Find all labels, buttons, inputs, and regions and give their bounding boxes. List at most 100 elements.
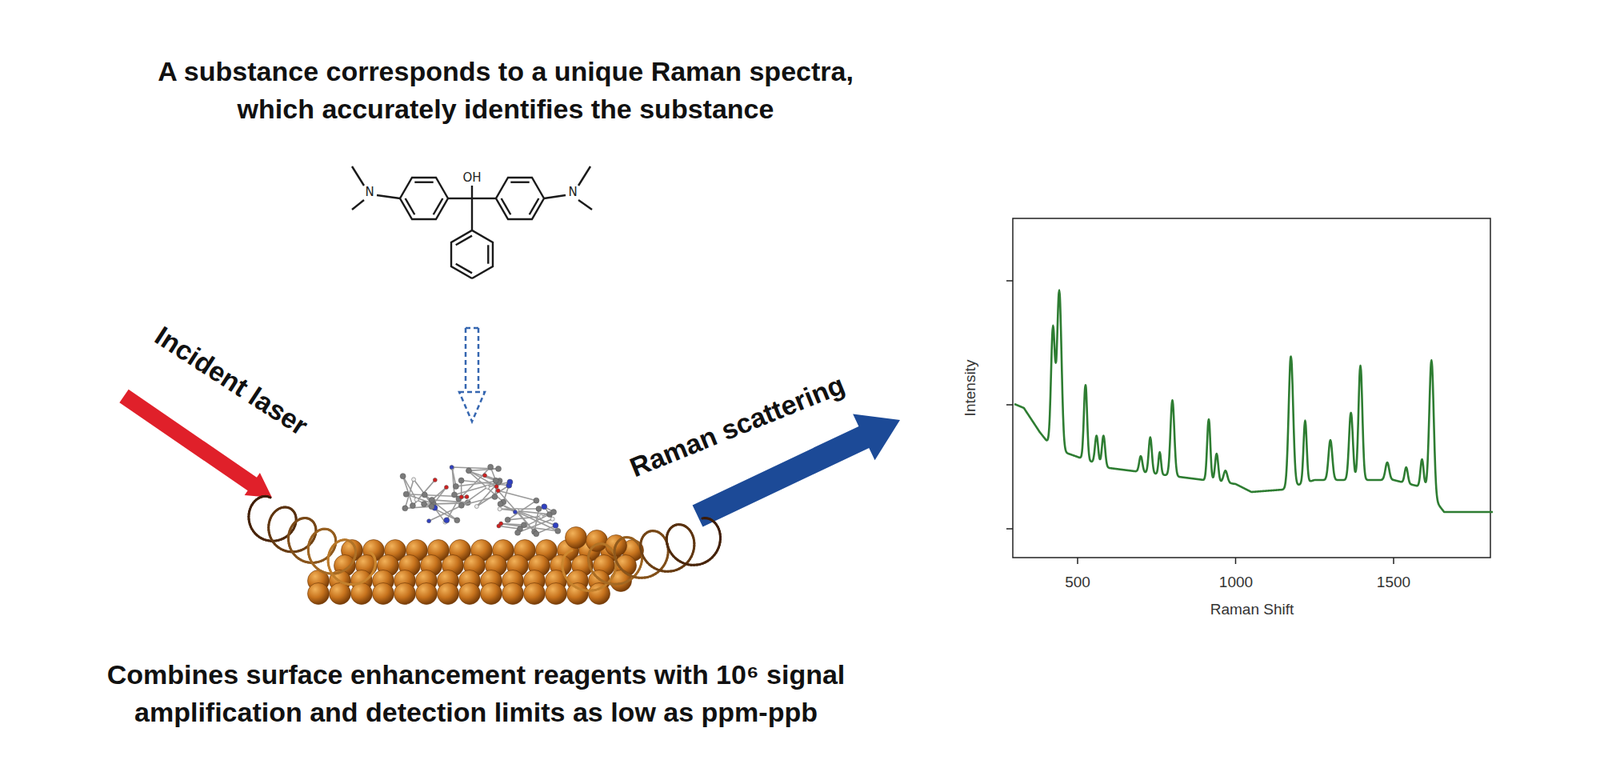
adsorbed-molecules bbox=[414, 497, 419, 502]
adsorbed-molecules bbox=[400, 464, 561, 536]
molecule-structure bbox=[471, 185, 473, 199]
tick-label: 1000 bbox=[1219, 573, 1253, 592]
axis-title: Raman Shift bbox=[1210, 600, 1295, 619]
adsorbed-molecules bbox=[485, 484, 490, 489]
adsorbed-molecules bbox=[536, 506, 542, 512]
adsorbed-molecules bbox=[488, 464, 494, 470]
spectrum-chart bbox=[1235, 557, 1237, 564]
adsorbed-molecules bbox=[427, 519, 432, 524]
adsorbed-molecules bbox=[432, 500, 468, 503]
nanoparticle-bed bbox=[502, 583, 524, 605]
molecule-structure bbox=[578, 200, 592, 210]
adsorbed-molecules bbox=[404, 506, 432, 508]
adsorbed-molecules bbox=[508, 516, 542, 520]
adsorbed-molecules bbox=[555, 528, 561, 534]
adsorbed-molecules bbox=[512, 509, 517, 514]
nanoparticle-bed bbox=[394, 583, 416, 605]
adsorbed-molecules bbox=[451, 492, 457, 498]
molecule-structure bbox=[501, 198, 512, 215]
molecule-structure bbox=[578, 166, 591, 186]
adsorbed-molecules bbox=[550, 516, 555, 521]
nanoparticle-bed bbox=[565, 527, 588, 549]
nanoparticle-bed bbox=[372, 583, 395, 605]
scattering-coil bbox=[702, 516, 704, 520]
nanoparticle-bed bbox=[437, 583, 460, 605]
molecule-structure bbox=[352, 200, 364, 210]
nanoparticle-bed bbox=[480, 583, 503, 605]
adsorbed-molecules bbox=[496, 465, 502, 472]
nanoparticle-bed bbox=[351, 583, 373, 605]
adsorbed-molecules bbox=[551, 509, 557, 516]
dashed-arrow bbox=[459, 392, 485, 422]
adsorbed-molecules bbox=[476, 482, 499, 507]
adsorbed-molecules bbox=[444, 517, 450, 524]
adsorbed-molecules bbox=[450, 465, 455, 470]
molecule-structure bbox=[496, 177, 544, 220]
molecule-structure bbox=[472, 197, 496, 200]
tick-label: 1500 bbox=[1376, 573, 1411, 592]
molecule-structure bbox=[400, 177, 448, 220]
molecule-structure bbox=[471, 198, 473, 231]
spectrum-chart bbox=[1006, 218, 1493, 564]
adsorbed-molecules bbox=[474, 504, 479, 509]
molecule-structure bbox=[352, 166, 364, 186]
spectrum-chart bbox=[1392, 557, 1395, 564]
nanoparticle-bed bbox=[588, 583, 611, 605]
adsorbed-molecules bbox=[461, 496, 496, 506]
nanoparticle-bed bbox=[524, 583, 546, 605]
adsorbed-molecules bbox=[452, 483, 459, 489]
adsorbed-molecules bbox=[492, 493, 498, 500]
molecule-structure bbox=[405, 198, 416, 215]
adsorbed-molecules bbox=[465, 468, 472, 474]
molecule-structure bbox=[433, 198, 444, 215]
adsorbed-molecules bbox=[464, 495, 469, 500]
adsorbed-molecules bbox=[403, 476, 417, 500]
adsorbed-molecules bbox=[468, 470, 497, 487]
nanoparticle-bed bbox=[605, 535, 628, 557]
adsorbed-molecules bbox=[454, 517, 460, 524]
adsorbed-molecules bbox=[400, 473, 406, 480]
spectrum-line bbox=[1014, 289, 1493, 512]
molecule-structure bbox=[448, 197, 472, 200]
atom-label: N bbox=[364, 184, 374, 200]
adsorbed-molecules bbox=[476, 485, 509, 507]
tick-label: 500 bbox=[1064, 573, 1091, 592]
adsorbed-molecules bbox=[444, 485, 448, 490]
nanoparticle-bed bbox=[416, 583, 438, 605]
adsorbed-molecules bbox=[432, 477, 437, 482]
adsorbed-molecules bbox=[496, 488, 500, 493]
nanoparticle-bed bbox=[308, 583, 330, 605]
adsorbed-molecules bbox=[449, 464, 454, 469]
adsorbed-molecules bbox=[452, 468, 455, 496]
molecule-structure bbox=[456, 264, 472, 274]
atom-label: N bbox=[568, 184, 577, 200]
adsorbed-molecules bbox=[533, 497, 540, 504]
heading: A substance corresponds to a unique Rama… bbox=[117, 52, 894, 128]
nanoparticle-bed bbox=[567, 583, 589, 605]
molecule-structure bbox=[487, 244, 489, 264]
adsorbed-molecules bbox=[507, 479, 513, 485]
spectrum-chart bbox=[1006, 280, 1013, 282]
molecule-structure bbox=[529, 198, 540, 215]
atom-label: OH bbox=[462, 170, 481, 185]
adsorbed-molecules bbox=[533, 531, 540, 537]
spectrum-chart bbox=[1006, 528, 1013, 530]
adsorbed-molecules bbox=[539, 514, 544, 519]
molecule-structure bbox=[376, 195, 400, 199]
dashed-arrow bbox=[459, 328, 485, 422]
adsorbed-molecules bbox=[428, 504, 435, 510]
dashed-arrow bbox=[465, 328, 479, 392]
incident-coil bbox=[369, 552, 372, 553]
adsorbed-molecules bbox=[499, 521, 504, 526]
adsorbed-molecules bbox=[500, 508, 540, 510]
adsorbed-molecules bbox=[500, 504, 559, 532]
adsorbed-molecules bbox=[402, 505, 408, 512]
molecule-structure bbox=[456, 236, 472, 246]
adsorbed-molecules bbox=[458, 502, 464, 508]
adsorbed-molecules bbox=[483, 473, 488, 478]
adsorbed-molecules bbox=[541, 504, 548, 510]
caption: Combines surface enhancement reagents wi… bbox=[60, 656, 892, 732]
adsorbed-molecules bbox=[515, 529, 521, 536]
scattering-coil bbox=[562, 518, 721, 592]
